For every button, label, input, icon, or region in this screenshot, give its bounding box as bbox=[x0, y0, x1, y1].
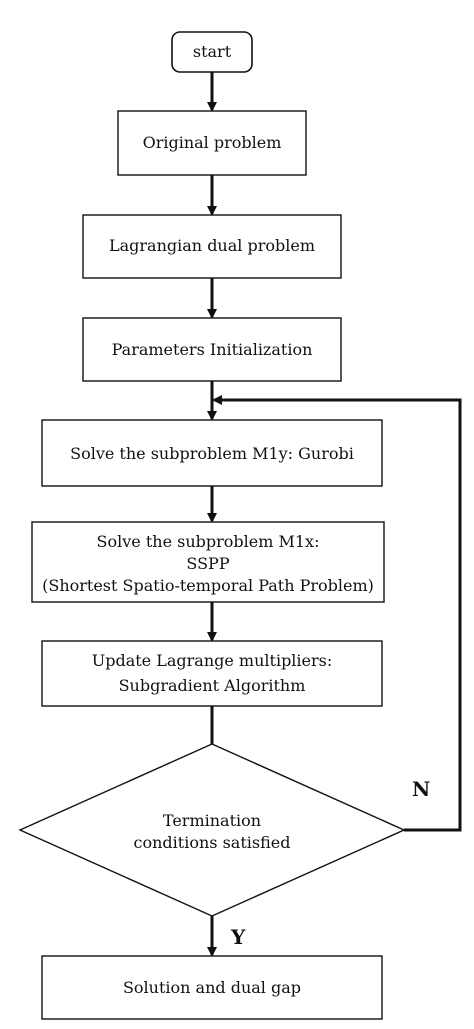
no-branch-label: N bbox=[412, 777, 430, 801]
solve-m1x-line1: Solve the subproblem M1x: bbox=[97, 532, 320, 551]
solve-m1y-label: Solve the subproblem M1y: Gurobi bbox=[70, 444, 354, 463]
solve-m1x-line2: SSPP bbox=[186, 554, 229, 573]
update-multipliers-line2: Subgradient Algorithm bbox=[119, 676, 306, 695]
solve-m1y-box bbox=[41, 419, 383, 487]
termination-line1: Termination bbox=[163, 811, 261, 830]
parameters-init-box bbox=[82, 317, 342, 382]
solution-label: Solution and dual gap bbox=[123, 978, 301, 997]
lagrangian-dual-label: Lagrangian dual problem bbox=[109, 236, 315, 255]
solution-box bbox=[41, 955, 383, 1020]
loop-back-connector bbox=[212, 395, 462, 832]
original-problem-box bbox=[117, 110, 307, 176]
start-label: start bbox=[193, 42, 232, 61]
solve-m1x-box bbox=[31, 521, 385, 603]
parameters-init-label: Parameters Initialization bbox=[112, 340, 313, 359]
termination-line2: conditions satisfied bbox=[134, 833, 291, 852]
update-multipliers-box bbox=[41, 640, 383, 707]
original-problem-label: Original problem bbox=[143, 133, 282, 152]
yes-branch-label: Y bbox=[230, 925, 246, 949]
termination-diamond bbox=[18, 743, 406, 917]
solve-m1x-line3: (Shortest Spatio-temporal Path Problem) bbox=[42, 576, 374, 595]
update-multipliers-line1: Update Lagrange multipliers: bbox=[92, 651, 333, 670]
